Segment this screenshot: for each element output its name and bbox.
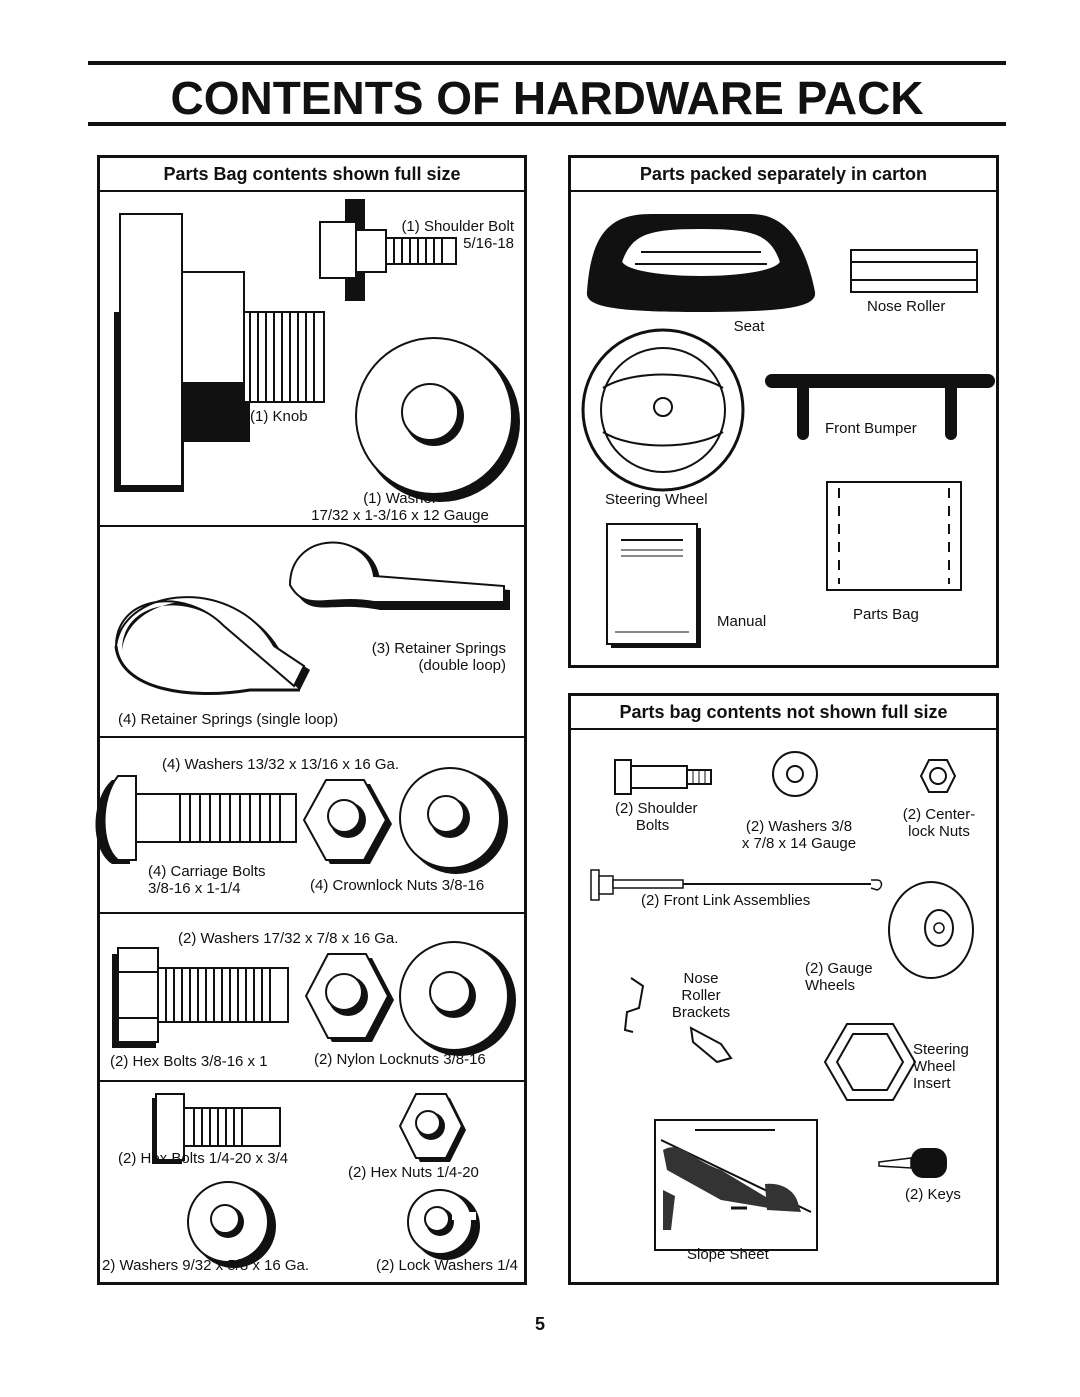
small-parts-drawing bbox=[590, 751, 974, 1251]
carriage-bolt-crownlock-drawing bbox=[95, 767, 508, 874]
hex-bolt-nylon-locknut-drawing bbox=[112, 941, 516, 1056]
shoulder-bolts-label: (2) Shoulder Bolts bbox=[615, 800, 698, 834]
parts-bag-label: Parts Bag bbox=[853, 606, 919, 623]
washers-13-32-label: (4) Washers 13/32 x 13/16 x 16 Ga. bbox=[162, 756, 400, 773]
lock-washers-label: (2) Lock Washers 1/4 bbox=[376, 1257, 518, 1274]
front-bumper-label: Front Bumper bbox=[825, 420, 917, 437]
right-top-panel-header: Parts packed separately in carton bbox=[571, 158, 996, 192]
hex-bolts-14-label: (2) Hex Bolts 1/4-20 x 3/4 bbox=[118, 1150, 289, 1167]
left-separator-1 bbox=[100, 525, 524, 527]
title-rule-top bbox=[88, 61, 1006, 65]
left-panel-header: Parts Bag contents shown full size bbox=[100, 158, 524, 192]
right-top-panel: Parts packed separately in carton Seat N… bbox=[568, 155, 999, 668]
front-link-label: (2) Front Link Assemblies bbox=[641, 892, 811, 909]
nose-roller-label: Nose Roller bbox=[867, 298, 946, 315]
center-lock-nuts-label: (2) Center-lock Nuts bbox=[902, 806, 976, 840]
page-number: 5 bbox=[534, 1314, 545, 1334]
washers-17-32-label: (2) Washers 17/32 x 7/8 x 16 Ga. bbox=[178, 930, 399, 947]
knob-label: (1) Knob bbox=[250, 408, 308, 425]
washers-lock-washers-drawing bbox=[187, 1181, 480, 1268]
hex-bolt-hex-nut-drawing bbox=[152, 1093, 466, 1164]
left-separator-2 bbox=[100, 736, 524, 738]
carton-parts-drawing bbox=[581, 214, 995, 648]
retainer-springs-drawing bbox=[114, 541, 510, 696]
page-title: CONTENTS OF HARDWARE PACK bbox=[170, 72, 924, 124]
left-panel: Parts Bag contents shown full size bbox=[95, 155, 527, 1285]
crownlock-nuts-label: (4) Crownlock Nuts 3/8-16 bbox=[310, 877, 485, 894]
slope-sheet-label: Slope Sheet bbox=[687, 1246, 769, 1263]
hex-nuts-label: (2) Hex Nuts 1/4-20 bbox=[348, 1164, 479, 1181]
right-bottom-panel-header: Parts bag contents not shown full size bbox=[571, 696, 996, 730]
retainer-double-label: (3) Retainer Springs(double loop) bbox=[371, 640, 506, 674]
seat-label: Seat bbox=[733, 318, 765, 335]
steering-wheel-label: Steering Wheel bbox=[605, 491, 708, 508]
left-separator-3 bbox=[100, 912, 524, 914]
knob-shoulder-washer-drawing bbox=[114, 199, 520, 502]
left-separator-4 bbox=[100, 1080, 524, 1082]
nylon-locknuts-label: (2) Nylon Locknuts 3/8-16 bbox=[314, 1051, 486, 1068]
washers-9-32-label: 2) Washers 9/32 x 5/8 x 16 Ga. bbox=[102, 1257, 310, 1274]
title-rule-bottom bbox=[88, 122, 1006, 126]
manual-label: Manual bbox=[717, 613, 767, 630]
retainer-single-label: (4) Retainer Springs (single loop) bbox=[118, 711, 339, 728]
keys-label: (2) Keys bbox=[905, 1186, 961, 1203]
hex-bolts-38-label: (2) Hex Bolts 3/8-16 x 1 bbox=[110, 1053, 268, 1070]
right-bottom-panel: Parts bag contents not shown full size bbox=[568, 693, 999, 1285]
